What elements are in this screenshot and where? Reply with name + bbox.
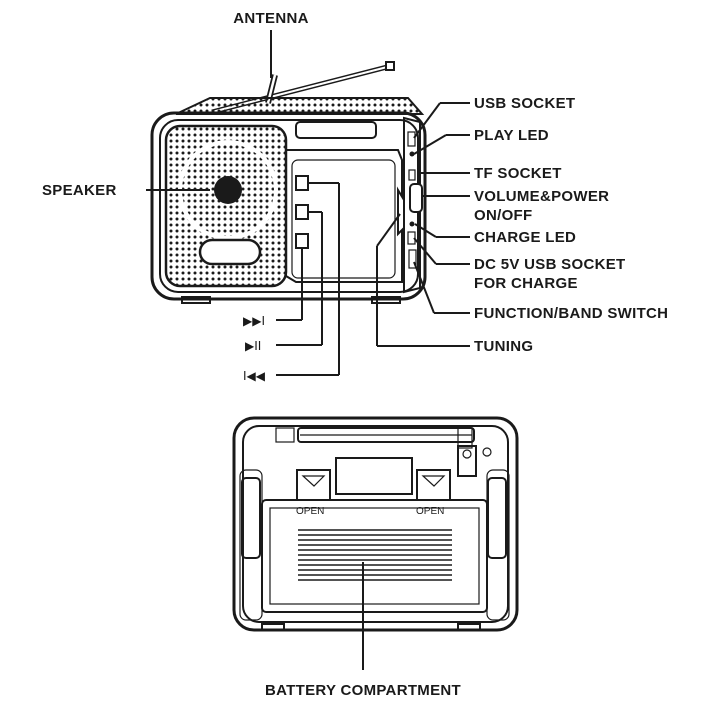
label-battery-compartment: BATTERY COMPARTMENT <box>265 682 461 699</box>
next-track-icon: ▶▶I <box>243 314 265 328</box>
speaker-cone <box>214 176 242 204</box>
label-play-led: PLAY LED <box>474 127 549 144</box>
tuning-knob[interactable] <box>397 186 405 237</box>
battery-cover[interactable] <box>261 499 488 613</box>
play-led <box>409 151 415 157</box>
leader-lines <box>146 30 470 376</box>
function-band-switch[interactable] <box>408 249 417 269</box>
previous-track-icon: I◀◀ <box>243 369 266 383</box>
label-volume-power: VOLUME&POWER <box>474 188 609 205</box>
label-function-band-switch: FUNCTION/BAND SWITCH <box>474 305 668 322</box>
tf-socket <box>408 169 416 181</box>
label-open-right: OPEN <box>416 506 444 517</box>
label-speaker: SPEAKER <box>42 182 117 199</box>
volume-power-knob[interactable] <box>409 183 423 213</box>
dc-usb-socket <box>407 231 416 245</box>
label-antenna: ANTENNA <box>233 10 308 27</box>
charge-led <box>409 221 415 227</box>
back-body <box>232 416 519 632</box>
radio-body <box>150 111 427 301</box>
label-volume-power-onoff: ON/OFF <box>474 207 532 224</box>
speaker-panel <box>164 124 288 288</box>
play-pause-button[interactable] <box>295 204 309 220</box>
label-dc-usb-socket: DC 5V USB SOCKET <box>474 256 626 273</box>
label-dc-usb-for-charge: FOR CHARGE <box>474 275 578 292</box>
label-tuning: TUNING <box>474 338 533 355</box>
label-open-left: OPEN <box>296 506 324 517</box>
label-tf-socket: TF SOCKET <box>474 165 562 182</box>
radio-back-view <box>232 416 519 632</box>
previous-button[interactable] <box>295 233 309 249</box>
radio-front-view <box>150 61 427 304</box>
usb-socket <box>407 131 416 147</box>
label-charge-led: CHARGE LED <box>474 229 576 246</box>
label-usb-socket: USB SOCKET <box>474 95 575 112</box>
next-button[interactable] <box>295 175 309 191</box>
play-pause-icon: ▶II <box>245 339 261 353</box>
